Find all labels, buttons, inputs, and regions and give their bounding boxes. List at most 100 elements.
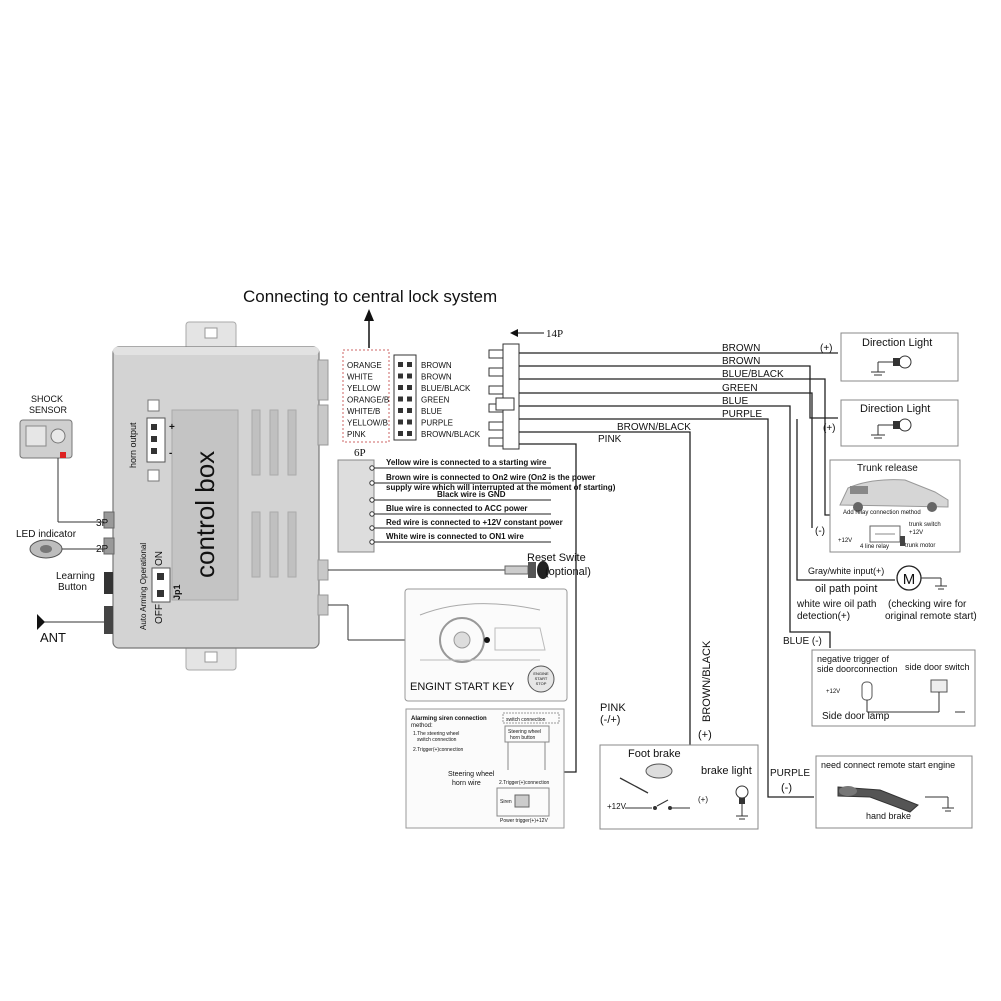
- antenna: ANT: [37, 614, 104, 645]
- oil-path: Gray/white input(+) oil path point M whi…: [796, 565, 977, 622]
- svg-text:1.The steering wheel: 1.The steering wheel: [413, 731, 459, 737]
- svg-text:Alarming siren connection: Alarming siren connection: [411, 716, 487, 722]
- connector-6p-label: 6P: [354, 447, 366, 459]
- connector-14p-wire-label: BROWN: [722, 356, 760, 367]
- svg-text:LED indicator: LED indicator: [16, 529, 77, 540]
- connector-6p-wire-label: Brown wire is connected to On2 wire (On2…: [386, 473, 595, 482]
- port-3p-label: 3P: [96, 518, 109, 529]
- switch-on-label: ON: [154, 551, 165, 566]
- bulb-icon: [893, 355, 912, 369]
- remote-start-label: need connect remote start engine: [821, 760, 955, 770]
- svg-text:negative trigger of: negative trigger of: [817, 654, 890, 664]
- svg-text:switch connection: switch connection: [417, 737, 457, 743]
- checking-wire-note: (checking wire for: [888, 599, 967, 610]
- svg-text:side doorconnection: side doorconnection: [817, 664, 898, 674]
- lock-right-label: BLUE: [421, 407, 442, 416]
- lock-right-label: BROWN: [421, 361, 452, 370]
- purple-minus: (-): [781, 782, 792, 794]
- engine-start-key: ENGINE START STOP ENGINT START KEY: [328, 588, 568, 702]
- trunk-minus: (-): [815, 526, 825, 537]
- control-box-label: control box: [190, 451, 220, 578]
- lock-pin: [407, 408, 412, 413]
- svg-text:M: M: [903, 571, 916, 588]
- foot-brake-label: Foot brake: [628, 748, 681, 760]
- connector-6p-pin: [369, 525, 375, 531]
- connector-6p-pin: [369, 511, 375, 517]
- direction-light-label-1: Direction Light: [862, 337, 932, 349]
- lock-pin: [407, 373, 412, 379]
- connector-14p-wire-label: BLUE: [722, 396, 748, 407]
- trunk-release-label: Trunk release: [857, 463, 918, 474]
- svg-text:+12V: +12V: [826, 689, 840, 695]
- svg-text:SENSOR: SENSOR: [29, 405, 68, 415]
- brake-pedal-icon: [619, 763, 673, 794]
- switch-off-label: OFF: [154, 604, 165, 624]
- lock-pin: [398, 431, 403, 436]
- svg-text:trunk motor: trunk motor: [905, 543, 935, 549]
- ant-port: [104, 606, 113, 634]
- pink-polarity: (-/+): [600, 714, 620, 726]
- svg-text:side door switch: side door switch: [905, 662, 970, 672]
- lock-pin: [398, 385, 403, 390]
- foot-brake: Foot brake +12V (+) brake light: [599, 744, 759, 830]
- trunk-release: Trunk release Add relay connection metho…: [815, 459, 961, 553]
- lock-pin: [398, 419, 403, 425]
- connector-6p-pin: [369, 539, 375, 545]
- svg-text:+12V: +12V: [909, 530, 923, 536]
- hand-brake-icon: [837, 786, 919, 813]
- connector-6p-wire-label: supply wire which will interrupted at th…: [386, 483, 616, 492]
- lock-left-label: YELLOW/B: [347, 419, 388, 428]
- lock-connector: ORANGEWHITEYELLOWORANGE/BWHITE/BYELLOW/B…: [342, 349, 481, 443]
- direction-light-label-2: Direction Light: [860, 403, 930, 415]
- lock-right-label: PURPLE: [421, 419, 453, 428]
- direction-light-plus-2: (+): [823, 423, 836, 434]
- svg-text:4 line relay: 4 line relay: [860, 544, 889, 550]
- lock-pin: [407, 385, 412, 390]
- reset-switch: Reset Swite (optional): [328, 552, 591, 579]
- connector-14p-label: 14P: [546, 328, 563, 340]
- shock-sensor: SHOCK SENSOR: [19, 394, 104, 523]
- side-door: BLUE (-) negative trigger of side doorco…: [783, 636, 976, 727]
- learning-button[interactable]: [104, 572, 113, 594]
- svg-text:trunk switch: trunk switch: [909, 522, 941, 528]
- connector-6p-wire-label: White wire is connected to ON1 wire: [386, 532, 524, 541]
- svg-text:Siren: Siren: [500, 799, 512, 805]
- lock-pin: [398, 373, 403, 379]
- horn-plus-sign: +: [169, 422, 175, 433]
- pink-label: PINK: [600, 702, 626, 714]
- jp1-jumper[interactable]: [151, 567, 171, 603]
- lock-left-label: WHITE: [347, 373, 373, 382]
- lock-left-label: YELLOW: [347, 384, 381, 393]
- ant-label: ANT: [40, 630, 66, 645]
- lock-pin: [398, 362, 403, 367]
- lock-pin: [407, 431, 412, 436]
- purple-label: PURPLE: [770, 768, 810, 779]
- svg-text:detection(+): detection(+): [797, 611, 850, 622]
- svg-text:ENGINE: ENGINE: [533, 671, 549, 676]
- connector-14p-wire-label: GREEN: [722, 383, 758, 394]
- motor-icon: M: [896, 565, 922, 591]
- remote-start-hand-brake: need connect remote start engine hand br…: [815, 755, 973, 829]
- lock-left-label: ORANGE/B: [347, 396, 389, 405]
- connector-6p: 6P Yellow wire is connected to a startin…: [337, 447, 616, 553]
- svg-text:Power trigger(+)+12V: Power trigger(+)+12V: [500, 818, 548, 824]
- horn-minus-sign: -: [169, 448, 172, 459]
- connector-6p-wire-label: Yellow wire is connected to a starting w…: [386, 458, 547, 467]
- svg-text:method:: method:: [411, 723, 433, 729]
- lock-right-label: BLUE/BLACK: [421, 384, 471, 393]
- svg-text:(+): (+): [698, 795, 708, 804]
- svg-text:STOP: STOP: [536, 681, 547, 686]
- blue-minus-label: BLUE (-): [783, 636, 822, 647]
- svg-text:2.Trigger(+)connection: 2.Trigger(+)connection: [499, 780, 549, 786]
- connector-14p-wire-label: PINK: [598, 434, 622, 445]
- lock-pin: [407, 419, 412, 425]
- svg-text:original remote start): original remote start): [885, 611, 977, 622]
- learning-button-label: Learning Button: [56, 571, 95, 593]
- svg-text:+12V: +12V: [607, 802, 627, 811]
- svg-text:+12V: +12V: [838, 538, 852, 544]
- svg-text:horn wire: horn wire: [452, 780, 481, 787]
- white-wire-oil-path: white wire oil path: [796, 599, 876, 610]
- lock-left-label: ORANGE: [347, 361, 382, 370]
- auto-arming-label: Auto Arming Operational: [139, 543, 148, 630]
